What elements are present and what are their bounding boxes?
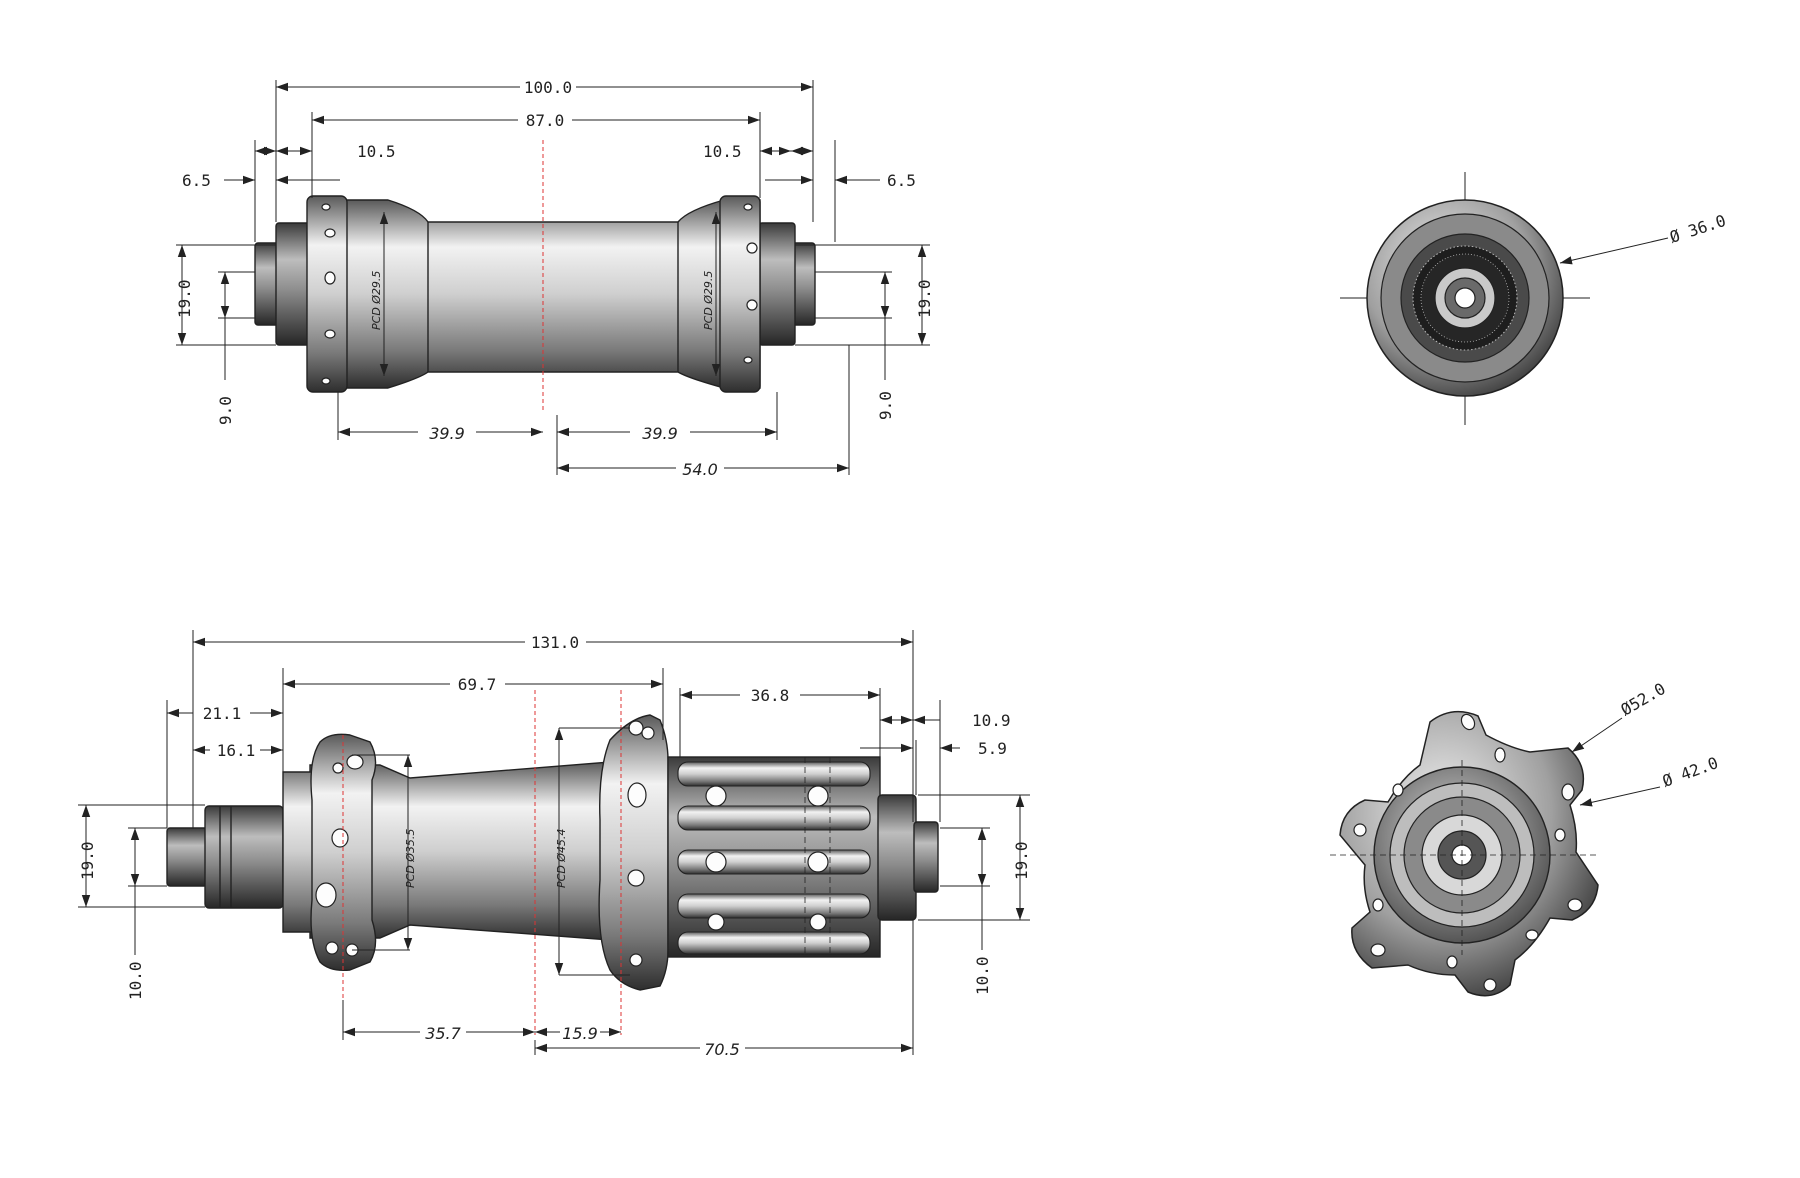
rear-center-to-left-flange: 35.7 [425,1024,461,1043]
rear-overall-width: 131.0 [531,633,579,652]
rear-right-offset-outer: 10.9 [972,711,1011,730]
front-flange-offset-left: 10.5 [357,142,396,161]
front-flange-offset-right: 10.5 [703,142,742,161]
rear-hub-dimensions: 131.0 69.7 36.8 21.1 16.1 10.9 5.9 19.0 [78,630,1031,1059]
front-spoke-holes [321,203,758,385]
rear-end-inner-diameter: Ø 42.0 [1660,753,1721,791]
front-flange-left [306,195,348,393]
rear-axle-id-left: 10.0 [126,961,145,1000]
rear-axle-od-left: 19.0 [78,841,97,880]
rear-pcd-left-label: PCD Ø35.5 [404,829,417,888]
front-overall-width: 100.0 [524,78,572,97]
front-axle-od-right: 19.0 [915,279,934,318]
rear-endcap-right [877,794,917,921]
rear-left-offset-inner: 16.1 [217,741,256,760]
front-center-to-end: 54.0 [682,460,718,479]
rear-endcap-left [204,805,284,909]
rear-flange-span: 69.7 [458,675,497,694]
front-pcd-right-label: PCD Ø29.5 [702,271,715,330]
front-hub-side-view: PCD Ø29.5 PCD Ø29.5 [254,140,816,410]
front-hub-dimensions: 100.0 87.0 10.5 10.5 6.5 6.5 19.0 9.0 [175,78,934,479]
rear-right-offset-inner: 5.9 [978,739,1007,758]
front-flange-right [719,195,761,393]
rear-center-to-end: 70.5 [704,1040,740,1059]
rear-axle-od-right: 19.0 [1012,841,1031,880]
rear-flange-right [598,714,669,991]
rear-center-to-right-flange: 15.9 [562,1024,598,1043]
front-hub-end-view: Ø 36.0 [1340,172,1728,425]
rear-end-outer-diameter: Ø52.0 [1618,679,1669,720]
rear-axle-right [913,821,939,893]
freehub-holes [705,785,829,931]
front-end-diameter: Ø 36.0 [1667,211,1728,247]
front-endcap-right [758,222,796,346]
front-axle-id-right: 9.0 [876,391,895,420]
rear-freehub-length: 36.8 [751,686,790,705]
rear-end-lobe-holes [1353,713,1583,992]
rear-axle-id-right: 10.0 [973,956,992,995]
rear-hub-end-view: Ø52.0 Ø 42.0 [1330,679,1721,997]
rear-flange-left [310,733,377,972]
rear-hub-side-view: PCD Ø35.5 PCD Ø45.4 [166,690,939,1035]
front-center-to-flange-left: 39.9 [429,424,465,443]
freehub-splines [677,761,871,955]
front-flange-span: 87.0 [526,111,565,130]
front-endcap-left: 6.5 [182,171,211,190]
front-pcd-left-label: PCD Ø29.5 [370,271,383,330]
rear-axle-left [166,827,208,887]
rear-pcd-right-label: PCD Ø45.4 [555,829,568,888]
rear-left-offset-outer: 21.1 [203,704,242,723]
front-endcap-right: 6.5 [887,171,916,190]
front-center-to-flange-right: 39.9 [642,424,678,443]
front-axle-od-left: 19.0 [175,279,194,318]
front-axle-id-left: 9.0 [216,396,235,425]
